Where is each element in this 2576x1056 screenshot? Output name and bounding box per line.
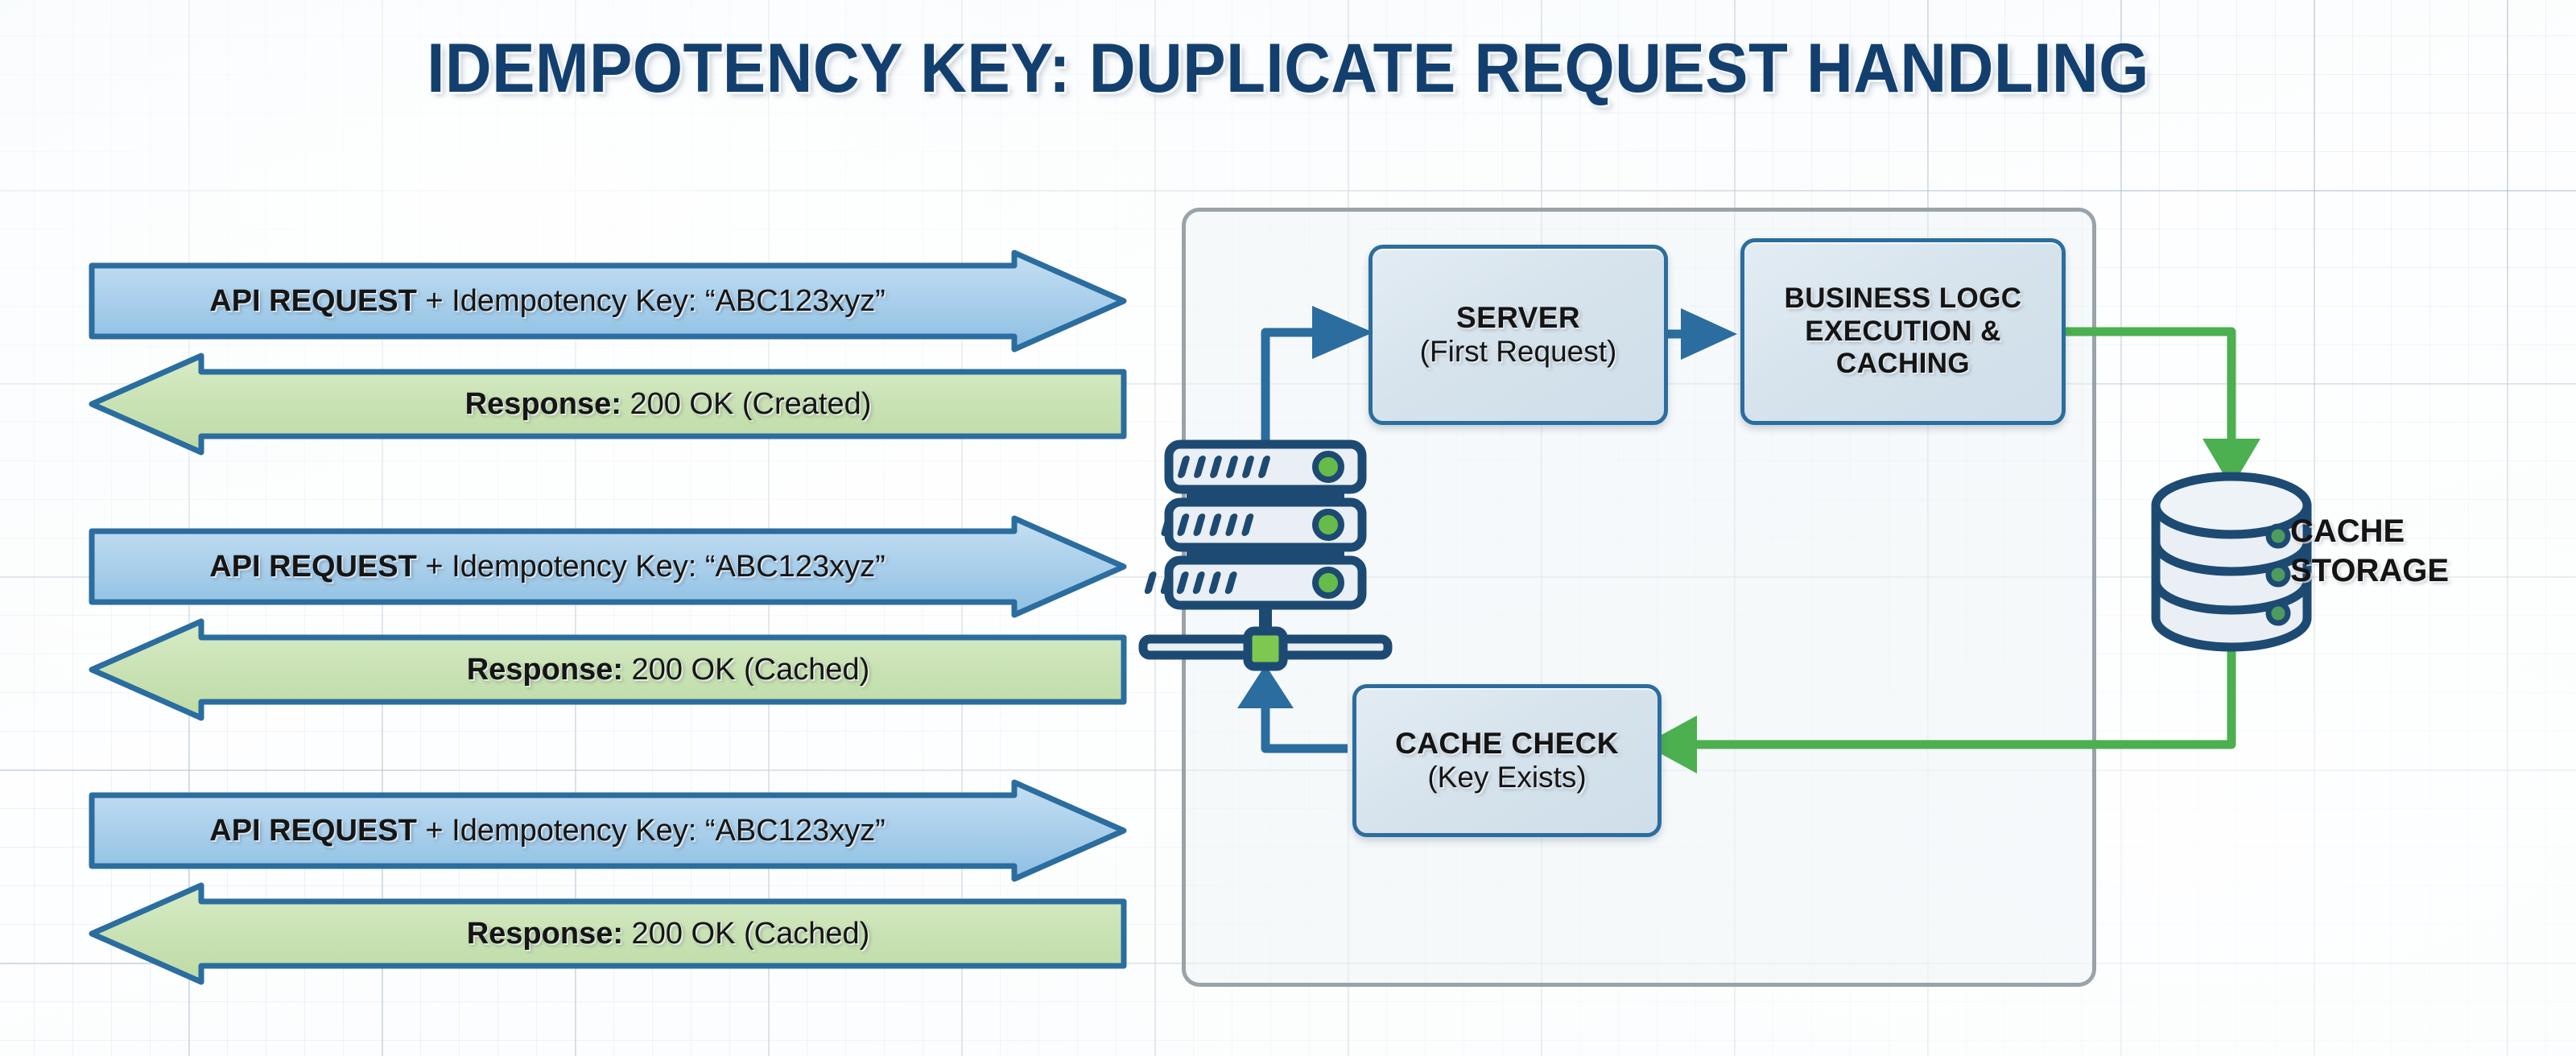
request-arrow-3[interactable]: API REQUEST + Idempotency Key: “ABC123xy… xyxy=(89,779,1127,882)
response-arrow-2-label: Response: 200 OK (Cached) xyxy=(89,653,1127,687)
request-2-bold: API REQUEST xyxy=(209,549,417,584)
flowbox-business-logic-line3: CACHING xyxy=(1835,348,1971,380)
response-arrow-3-label: Response: 200 OK (Cached) xyxy=(89,917,1127,951)
flowbox-cache-check-line2: (Key Exists) xyxy=(1427,761,1587,794)
request-arrow-2-shape xyxy=(89,515,1127,618)
request-arrow-2-label: API REQUEST + Idempotency Key: “ABC123xy… xyxy=(89,550,1127,584)
flowbox-business-logic-line2: EXECUTION & xyxy=(1805,315,2001,347)
response-arrow-3[interactable]: Response: 200 OK (Cached) xyxy=(89,882,1127,985)
cache-storage-line2: STORAGE xyxy=(2290,552,2450,588)
request-3-rest: + Idempotency Key: “ABC123xyz” xyxy=(416,813,886,848)
response-2-rest: 200 OK (Cached) xyxy=(623,652,870,687)
response-arrow-1[interactable]: Response: 200 OK (Created) xyxy=(89,353,1127,456)
flowbox-server-line1: SERVER xyxy=(1456,301,1580,334)
page-title: IDEMPOTENCY KEY: DUPLICATE REQUEST HANDL… xyxy=(427,30,2149,107)
response-arrow-1-shape xyxy=(89,353,1127,456)
request-arrow-3-label: API REQUEST + Idempotency Key: “ABC123xy… xyxy=(89,814,1127,848)
flowbox-business-logic[interactable]: BUSINESS LOGC EXECUTION & CACHING xyxy=(1740,238,2066,425)
response-arrow-1-label: Response: 200 OK (Created) xyxy=(89,387,1127,422)
request-arrow-1-label: API REQUEST + Idempotency Key: “ABC123xy… xyxy=(89,284,1127,319)
response-1-rest: 200 OK (Created) xyxy=(621,386,872,421)
request-arrow-3-shape xyxy=(89,779,1127,882)
request-3-bold: API REQUEST xyxy=(209,813,417,848)
response-3-bold: Response: xyxy=(466,916,623,951)
response-arrow-3-shape xyxy=(89,882,1127,985)
flowbox-server[interactable]: SERVER (First Request) xyxy=(1368,245,1668,425)
response-arrow-2[interactable]: Response: 200 OK (Cached) xyxy=(89,618,1127,721)
flowbox-server-line2: (First Request) xyxy=(1419,335,1617,368)
flowbox-cache-check-line1: CACHE CHECK xyxy=(1395,727,1619,760)
flowbox-cache-check[interactable]: CACHE CHECK (Key Exists) xyxy=(1352,684,1662,837)
request-1-bold: API REQUEST xyxy=(209,283,417,318)
response-2-bold: Response: xyxy=(466,652,623,687)
request-arrow-1-shape xyxy=(89,250,1127,353)
cache-storage-label: CACHE STORAGE xyxy=(2290,512,2449,591)
request-2-rest: + Idempotency Key: “ABC123xyz” xyxy=(416,549,886,584)
flowbox-business-logic-line1: BUSINESS LOGC xyxy=(1784,283,2022,315)
response-3-rest: 200 OK (Cached) xyxy=(623,916,870,951)
response-1-bold: Response: xyxy=(464,386,621,421)
response-arrow-2-shape xyxy=(89,618,1127,721)
request-arrow-1[interactable]: API REQUEST + Idempotency Key: “ABC123xy… xyxy=(89,250,1127,353)
request-arrow-2[interactable]: API REQUEST + Idempotency Key: “ABC123xy… xyxy=(89,515,1127,618)
cache-storage-line1: CACHE xyxy=(2290,514,2405,549)
request-1-rest: + Idempotency Key: “ABC123xyz” xyxy=(416,283,886,318)
